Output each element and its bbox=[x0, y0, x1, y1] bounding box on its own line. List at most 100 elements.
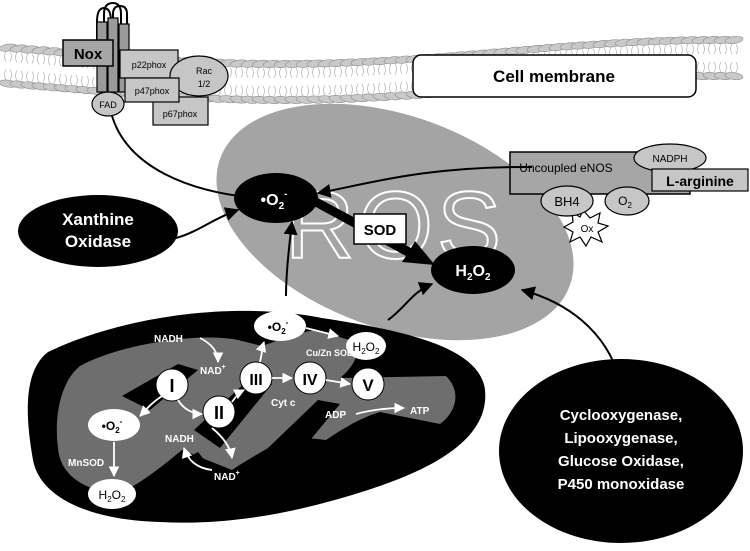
rac-ellipse bbox=[169, 55, 229, 97]
nox-box bbox=[62, 39, 114, 67]
adp-label: ADP bbox=[325, 410, 346, 421]
mito-superoxide-top-label: •O2- bbox=[268, 318, 289, 336]
mito-arrows bbox=[108, 327, 406, 478]
source-arrows bbox=[111, 115, 621, 381]
superoxide-to-h2o2-top-arrow bbox=[305, 327, 340, 339]
lipid-tail bbox=[4, 51, 12, 62]
mitochondrion-matrix bbox=[56, 330, 456, 494]
lipid-tail bbox=[279, 67, 287, 79]
lipid-tail bbox=[675, 44, 683, 55]
lipid-tail bbox=[4, 69, 12, 80]
i-to-ii-arrow bbox=[177, 399, 204, 420]
o2-ellipse bbox=[604, 186, 650, 216]
lipid-tail bbox=[334, 84, 342, 96]
lipid-tail bbox=[367, 65, 375, 76]
enzyme-glucose-oxidase: Glucose Oxidase, bbox=[558, 453, 684, 470]
lipid-tail bbox=[15, 52, 23, 63]
lipid-tail bbox=[37, 54, 45, 65]
i-to-superoxide-arrow bbox=[139, 395, 163, 417]
lipid-tail bbox=[246, 67, 254, 78]
lipid-tail bbox=[708, 61, 716, 73]
lipid-tail bbox=[730, 61, 738, 73]
lipid-tail bbox=[257, 67, 265, 79]
p22phox-label: p22phox bbox=[132, 60, 167, 70]
lipid-tail bbox=[26, 71, 34, 82]
fad-ellipse bbox=[91, 91, 125, 117]
lipid-tail bbox=[719, 43, 727, 55]
complex-iv-label: IV bbox=[302, 372, 317, 389]
mito-to-superoxide-arrow bbox=[283, 220, 298, 297]
complex-i bbox=[155, 368, 189, 402]
lipid-tail bbox=[664, 44, 672, 55]
enos-to-superoxide-arrow bbox=[316, 165, 533, 198]
ii-to-iii-arrow bbox=[231, 389, 245, 403]
nox-label: Nox bbox=[74, 46, 103, 63]
lipid-tail bbox=[48, 55, 56, 66]
nadh-bottom: NADH bbox=[165, 434, 194, 445]
lipid-tail bbox=[37, 72, 45, 83]
ros-superoxide-label: •O2- bbox=[261, 189, 288, 212]
p67phox-label: p67phox bbox=[163, 109, 198, 119]
lipid-tail bbox=[48, 73, 56, 84]
lipid-tail bbox=[389, 82, 397, 93]
nad-to-nadh-bottom-arrow bbox=[181, 446, 213, 471]
complex-i-label: I bbox=[169, 376, 174, 396]
iii-to-superoxide-arrow bbox=[255, 340, 267, 363]
rac-label-1: Rac bbox=[196, 66, 213, 76]
lipid-tail bbox=[400, 63, 408, 74]
lipid-tail bbox=[81, 75, 89, 87]
mitochondrion: I II III IV V NADH NAD+ •O2- H2O2 Cu/Zn … bbox=[27, 310, 486, 523]
uncoupled-enos: Uncoupled eNOS NADPH L-arginine O2 Ox BH… bbox=[509, 143, 749, 248]
ros-h2o2-oval bbox=[431, 246, 515, 294]
lipid-tail bbox=[235, 67, 243, 78]
lipid-tail bbox=[290, 85, 298, 97]
lipid-tail bbox=[719, 61, 727, 73]
mito-superoxide-top-oval bbox=[254, 311, 306, 341]
mito-h2o2-bottom-oval bbox=[88, 479, 136, 509]
lipid-tail bbox=[653, 45, 661, 56]
mitochondrion-cristae bbox=[122, 364, 340, 492]
lipid-tail bbox=[224, 85, 232, 96]
xanthine-label-2: Oxidase bbox=[65, 232, 131, 251]
lipid-tail bbox=[312, 85, 320, 96]
lipid-tail bbox=[697, 43, 705, 55]
enzyme-cyclooxygenase: Cyclooxygenase, bbox=[560, 407, 683, 424]
xanthine-to-superoxide-arrow bbox=[175, 207, 240, 239]
complex-iv bbox=[293, 361, 327, 395]
nadph-label: NADPH bbox=[652, 154, 687, 165]
lipid-tail bbox=[257, 85, 265, 97]
mito-h2o2-top-label: H2O2 bbox=[353, 340, 380, 356]
nadh-top: NADH bbox=[154, 334, 183, 345]
lipid-tail bbox=[246, 85, 254, 96]
complex-ii-label: II bbox=[214, 403, 224, 423]
enos-label: Uncoupled eNOS bbox=[519, 161, 612, 175]
lipid-tail bbox=[235, 85, 243, 96]
lipid-tail bbox=[345, 66, 353, 77]
rac-label-2: 1/2 bbox=[198, 79, 211, 89]
p47phox-label: p47phox bbox=[135, 86, 170, 96]
lipid-tail bbox=[367, 83, 375, 94]
lipid-tail bbox=[323, 85, 331, 96]
xanthine-label-1: Xanthine bbox=[62, 210, 134, 229]
lipid-tail bbox=[345, 84, 353, 95]
complex-v bbox=[351, 367, 385, 401]
enzymes-to-h2o2-arrow bbox=[520, 286, 621, 381]
bh4-ellipse bbox=[540, 185, 594, 217]
enzyme-p450: P450 monoxidase bbox=[558, 476, 685, 493]
nox-complex: Nox p22phox Rac 1/2 p67phox p47phox FAD bbox=[62, 1, 229, 126]
nad-top: NAD+ bbox=[200, 364, 226, 377]
lipid-head bbox=[724, 72, 744, 81]
lipid-tail bbox=[268, 85, 276, 97]
lipid-tail bbox=[70, 75, 78, 86]
larginine-box bbox=[651, 168, 749, 192]
mito-superoxide-left-oval bbox=[88, 409, 140, 441]
ox-star bbox=[562, 208, 610, 248]
complex-iii-label: III bbox=[249, 372, 262, 389]
cell-membrane-label-box: Cell membrane bbox=[412, 54, 697, 98]
larginine-label: L-arginine bbox=[666, 173, 734, 189]
nadh-top-arrow bbox=[199, 337, 224, 364]
lipid-tail bbox=[301, 67, 309, 78]
lipid-tail bbox=[730, 43, 738, 55]
lipid-tail bbox=[334, 66, 342, 78]
nox-to-superoxide-arrow bbox=[111, 115, 258, 204]
